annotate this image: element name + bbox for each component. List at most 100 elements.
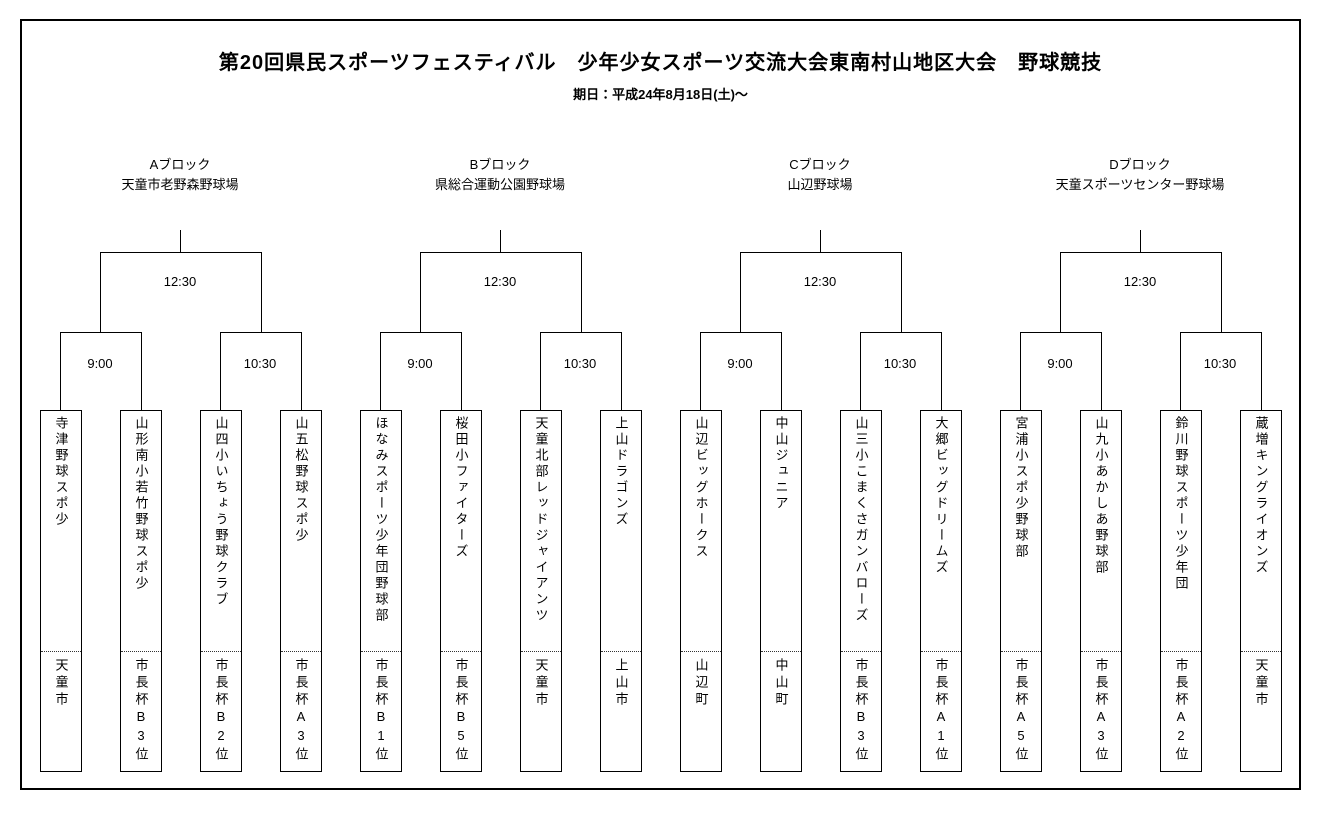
block-venue: 天童スポーツセンター野球場 xyxy=(1055,177,1225,192)
semifinal-2-time: 10:30 xyxy=(243,356,277,371)
label-separator: 市長杯A2位 xyxy=(1161,651,1201,771)
semifinal-1-connector xyxy=(60,332,142,411)
team-box: 中山ジュニア 中山町 xyxy=(760,410,802,772)
block-name: Aブロック xyxy=(149,157,211,172)
team-box: 鈴川野球スポーツ少年団 市長杯A2位 xyxy=(1160,410,1202,772)
team-name: 宮浦小スポ少野球部 xyxy=(1013,416,1029,560)
team-label: 市長杯B5位 xyxy=(453,658,469,764)
final-connector xyxy=(420,252,582,333)
team-label: 中山町 xyxy=(773,658,789,709)
team-box: 山三小こまくさガンバローズ 市長杯B3位 xyxy=(840,410,882,772)
label-separator: 市長杯A5位 xyxy=(1001,651,1041,771)
label-separator: 山辺町 xyxy=(681,651,721,771)
team-box: 山九小あかしあ野球部 市長杯A3位 xyxy=(1080,410,1122,772)
block-venue: 県総合運動公園野球場 xyxy=(434,177,565,192)
semifinal-2-connector xyxy=(220,332,302,411)
header-connector-line xyxy=(180,230,181,252)
semifinal-1-time: 9:00 xyxy=(407,356,433,371)
header-connector-line xyxy=(500,230,501,252)
team-box: 山四小いちょう野球クラブ 市長杯B2位 xyxy=(200,410,242,772)
tournament-title: 第20回県民スポーツフェスティバル 少年少女スポーツ交流大会東南村山地区大会 野… xyxy=(218,52,1103,74)
team-label: 市長杯B1位 xyxy=(373,658,389,764)
team-name: 山四小いちょう野球クラブ xyxy=(213,416,229,608)
final-connector xyxy=(100,252,262,333)
team-name: 山九小あかしあ野球部 xyxy=(1093,416,1109,576)
team-box: 大郷ビッグドリームズ 市長杯A1位 xyxy=(920,410,962,772)
semifinal-1-time: 9:00 xyxy=(1047,356,1073,371)
label-separator: 市長杯A3位 xyxy=(281,651,321,771)
team-name: 天童北部レッドジャイアンツ xyxy=(533,416,549,624)
semifinal-2-time: 10:30 xyxy=(883,356,917,371)
team-label: 市長杯A2位 xyxy=(1173,658,1189,764)
semifinal-2-connector xyxy=(540,332,622,411)
team-box: 上山ドラゴンズ 上山市 xyxy=(600,410,642,772)
border-frame xyxy=(20,19,1301,790)
block-name: Bブロック xyxy=(469,157,531,172)
label-separator: 市長杯B3位 xyxy=(841,651,881,771)
semifinal-1-time: 9:00 xyxy=(727,356,753,371)
label-separator: 市長杯B2位 xyxy=(201,651,241,771)
semifinal-1-connector xyxy=(380,332,462,411)
block-name: Cブロック xyxy=(789,157,851,172)
semifinal-2-connector xyxy=(1180,332,1262,411)
team-label: 山辺町 xyxy=(693,658,709,709)
semifinal-1-time: 9:00 xyxy=(87,356,113,371)
label-separator: 市長杯B5位 xyxy=(441,651,481,771)
final-connector xyxy=(740,252,902,333)
team-box: 蔵増キングライオンズ 天童市 xyxy=(1240,410,1282,772)
final-time: 12:30 xyxy=(1123,274,1157,289)
label-separator: 中山町 xyxy=(761,651,801,771)
team-box: 山五松野球スポ少 市長杯A3位 xyxy=(280,410,322,772)
team-label: 市長杯B2位 xyxy=(213,658,229,764)
bracket-block-d: Dブロック 天童スポーツセンター野球場 12:30 9:00 10:30 宮浦小… xyxy=(980,0,1300,813)
final-time: 12:30 xyxy=(483,274,517,289)
team-box: 山辺ビッグホークス 山辺町 xyxy=(680,410,722,772)
semifinal-2-time: 10:30 xyxy=(563,356,597,371)
bracket-block-a: Aブロック 天童市老野森野球場 12:30 9:00 10:30 寺津野球スポ少… xyxy=(20,0,340,813)
final-connector xyxy=(1060,252,1222,333)
label-separator: 市長杯B1位 xyxy=(361,651,401,771)
label-separator: 市長杯A1位 xyxy=(921,651,961,771)
team-name: 蔵増キングライオンズ xyxy=(1253,416,1269,576)
team-name: 山辺ビッグホークス xyxy=(693,416,709,560)
block-venue: 山辺野球場 xyxy=(787,177,853,192)
label-separator: 上山市 xyxy=(601,651,641,771)
semifinal-2-time: 10:30 xyxy=(1203,356,1237,371)
team-label: 市長杯A1位 xyxy=(933,658,949,764)
team-name: 山三小こまくさガンバローズ xyxy=(853,416,869,624)
team-name: 寺津野球スポ少 xyxy=(53,416,69,528)
team-name: 中山ジュニア xyxy=(773,416,789,512)
label-separator: 天童市 xyxy=(1241,651,1281,771)
final-time: 12:30 xyxy=(163,274,197,289)
semifinal-2-connector xyxy=(860,332,942,411)
team-label: 市長杯B3位 xyxy=(133,658,149,764)
label-separator: 天童市 xyxy=(521,651,561,771)
team-label: 天童市 xyxy=(533,658,549,709)
team-box: 天童北部レッドジャイアンツ 天童市 xyxy=(520,410,562,772)
header-connector-line xyxy=(1140,230,1141,252)
team-label: 天童市 xyxy=(1253,658,1269,709)
bracket-block-b: Bブロック 県総合運動公園野球場 12:30 9:00 10:30 ほなみスポー… xyxy=(340,0,660,813)
semifinal-1-connector xyxy=(700,332,782,411)
team-name: 山五松野球スポ少 xyxy=(293,416,309,544)
team-label: 市長杯B3位 xyxy=(853,658,869,764)
team-name: 桜田小ファイターズ xyxy=(453,416,469,560)
team-box: 山形南小若竹野球スポ少 市長杯B3位 xyxy=(120,410,162,772)
block-name: Dブロック xyxy=(1109,157,1171,172)
label-separator: 市長杯B3位 xyxy=(121,651,161,771)
team-label: 市長杯A5位 xyxy=(1013,658,1029,764)
team-name: ほなみスポーツ少年団野球部 xyxy=(373,416,389,624)
label-separator: 天童市 xyxy=(41,651,81,771)
team-box: 桜田小ファイターズ 市長杯B5位 xyxy=(440,410,482,772)
team-name: 大郷ビッグドリームズ xyxy=(933,416,949,576)
team-label: 天童市 xyxy=(53,658,69,709)
team-label: 市長杯A3位 xyxy=(293,658,309,764)
bracket-block-c: Cブロック 山辺野球場 12:30 9:00 10:30 山辺ビッグホークス 山… xyxy=(660,0,980,813)
team-label: 市長杯A3位 xyxy=(1093,658,1109,764)
final-time: 12:30 xyxy=(803,274,837,289)
block-venue: 天童市老野森野球場 xyxy=(121,177,239,192)
team-box: 宮浦小スポ少野球部 市長杯A5位 xyxy=(1000,410,1042,772)
semifinal-1-connector xyxy=(1020,332,1102,411)
team-name: 上山ドラゴンズ xyxy=(613,416,629,528)
